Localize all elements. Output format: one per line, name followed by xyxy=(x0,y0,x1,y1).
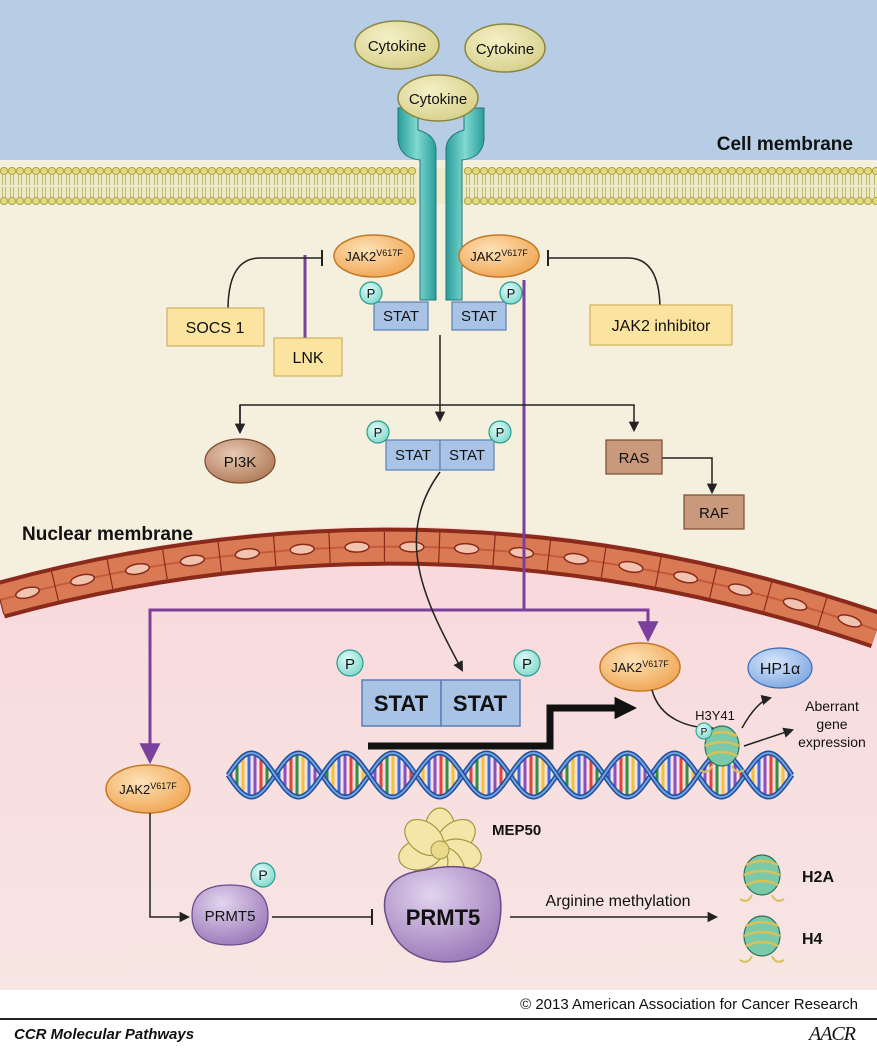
svg-text:P: P xyxy=(507,286,516,301)
nucleus xyxy=(0,526,877,995)
jak2-nuclear-translocation-arrows xyxy=(139,255,659,765)
svg-text:STAT: STAT xyxy=(453,691,508,716)
cell-membrane xyxy=(0,166,877,205)
aberrant-gene-expression-label: Aberrant gene expression xyxy=(798,698,866,750)
stat-dimer-cytoplasm: STAT STAT P P xyxy=(366,420,512,471)
svg-text:Cytokine: Cytokine xyxy=(368,38,426,55)
svg-text:expression: expression xyxy=(798,734,866,750)
raf-box: RAF xyxy=(683,494,745,530)
svg-text:P: P xyxy=(258,867,267,883)
aacr-logo: AACR xyxy=(809,1023,856,1045)
downstream-signaling-arrows xyxy=(234,335,718,672)
phospho-stat-left: P xyxy=(359,281,383,305)
stat-left: STAT xyxy=(373,301,429,331)
copyright-text: © 2013 American Association for Cancer R… xyxy=(520,996,858,1013)
jak2-right: JAK2V617F xyxy=(458,234,540,278)
jak2-inhibitor-box: JAK2 inhibitor xyxy=(589,304,733,346)
svg-text:Aberrant: Aberrant xyxy=(805,698,859,714)
svg-text:STAT: STAT xyxy=(461,308,497,325)
svg-text:PRMT5: PRMT5 xyxy=(406,905,481,930)
cytokine-3: Cytokine xyxy=(397,74,479,122)
pathway-diagram: Cell membrane Nuclear membrane Cytokine … xyxy=(0,0,877,1020)
svg-text:RAS: RAS xyxy=(619,450,650,467)
svg-text:H2A: H2A xyxy=(802,869,834,886)
stat-right: STAT xyxy=(451,301,507,331)
nuclear-membrane-label: Nuclear membrane xyxy=(22,524,193,545)
jak2-left: JAK2V617F xyxy=(333,234,415,278)
svg-text:P: P xyxy=(367,286,376,301)
socs1-box: SOCS 1 xyxy=(166,307,265,347)
svg-text:P: P xyxy=(522,656,532,673)
svg-text:gene: gene xyxy=(816,716,847,732)
histone-h4: H4 xyxy=(739,915,823,963)
svg-text:RAF: RAF xyxy=(699,505,729,522)
jak2-nuclear-left: JAK2V617F xyxy=(105,764,191,814)
copyright-band xyxy=(0,990,877,1018)
cytokine-2: Cytokine xyxy=(464,23,546,73)
hp1a-node: HP1α xyxy=(747,647,813,689)
mep50-label: MEP50 xyxy=(492,822,541,839)
footer-journal-name: CCR Molecular Pathways xyxy=(14,1026,195,1043)
cytokine-1: Cytokine xyxy=(354,20,440,70)
phospho-stat-right: P xyxy=(499,281,523,305)
h3y41-label: H3Y41 xyxy=(695,708,735,723)
cytokine-receptor xyxy=(397,107,485,301)
jak2-to-prmt5-arrow xyxy=(149,813,191,923)
arginine-methylation-label: Arginine methylation xyxy=(546,893,691,910)
svg-text:H4: H4 xyxy=(802,931,823,948)
pi3k-node: PI3K xyxy=(204,438,276,484)
svg-text:JAK2 inhibitor: JAK2 inhibitor xyxy=(612,318,711,335)
svg-text:HP1α: HP1α xyxy=(760,661,800,678)
ras-box: RAS xyxy=(605,439,663,475)
svg-text:P: P xyxy=(496,425,505,440)
svg-text:LNK: LNK xyxy=(292,350,323,367)
dna-helix xyxy=(225,750,795,800)
nucleosome-h3y41: P xyxy=(695,722,745,773)
svg-text:P: P xyxy=(374,425,383,440)
svg-text:P: P xyxy=(345,656,355,673)
svg-text:STAT: STAT xyxy=(383,308,419,325)
prmt5-inhibition xyxy=(272,909,373,925)
h3y41-to-expression-arrow xyxy=(743,727,794,747)
prmt5-main: PRMT5 xyxy=(383,865,502,963)
svg-text:JAK2V617F: JAK2V617F xyxy=(345,248,403,264)
svg-text:PRMT5: PRMT5 xyxy=(205,908,256,925)
lnk-box: LNK xyxy=(273,337,343,377)
transcription-arrow xyxy=(368,696,637,750)
svg-text:P: P xyxy=(701,727,708,738)
svg-text:SOCS 1: SOCS 1 xyxy=(186,320,245,337)
jak2-nuclear-right: JAK2V617F xyxy=(599,642,681,692)
jak2-inhibitor-inhibition xyxy=(547,250,661,311)
stat-dimer-nucleus: STAT STAT P P xyxy=(336,649,541,727)
svg-text:STAT: STAT xyxy=(395,447,431,464)
socs1-inhibition xyxy=(227,250,323,311)
footer-bar: CCR Molecular Pathways AACR xyxy=(0,1018,877,1050)
svg-text:PI3K: PI3K xyxy=(224,454,257,471)
svg-text:Cytokine: Cytokine xyxy=(476,41,534,58)
svg-text:JAK2V617F: JAK2V617F xyxy=(470,248,528,264)
svg-text:JAK2V617F: JAK2V617F xyxy=(119,781,177,797)
h3y41-to-hp1-arrow xyxy=(741,694,773,729)
svg-text:STAT: STAT xyxy=(449,447,485,464)
histone-h2a: H2A xyxy=(739,854,834,902)
prmt5-phospho: PRMT5 P xyxy=(191,862,276,946)
svg-text:STAT: STAT xyxy=(374,691,429,716)
cell-membrane-label: Cell membrane xyxy=(717,134,853,155)
nuclear-membrane xyxy=(0,527,877,648)
svg-text:JAK2V617F: JAK2V617F xyxy=(611,659,669,675)
svg-text:Cytokine: Cytokine xyxy=(409,91,467,108)
